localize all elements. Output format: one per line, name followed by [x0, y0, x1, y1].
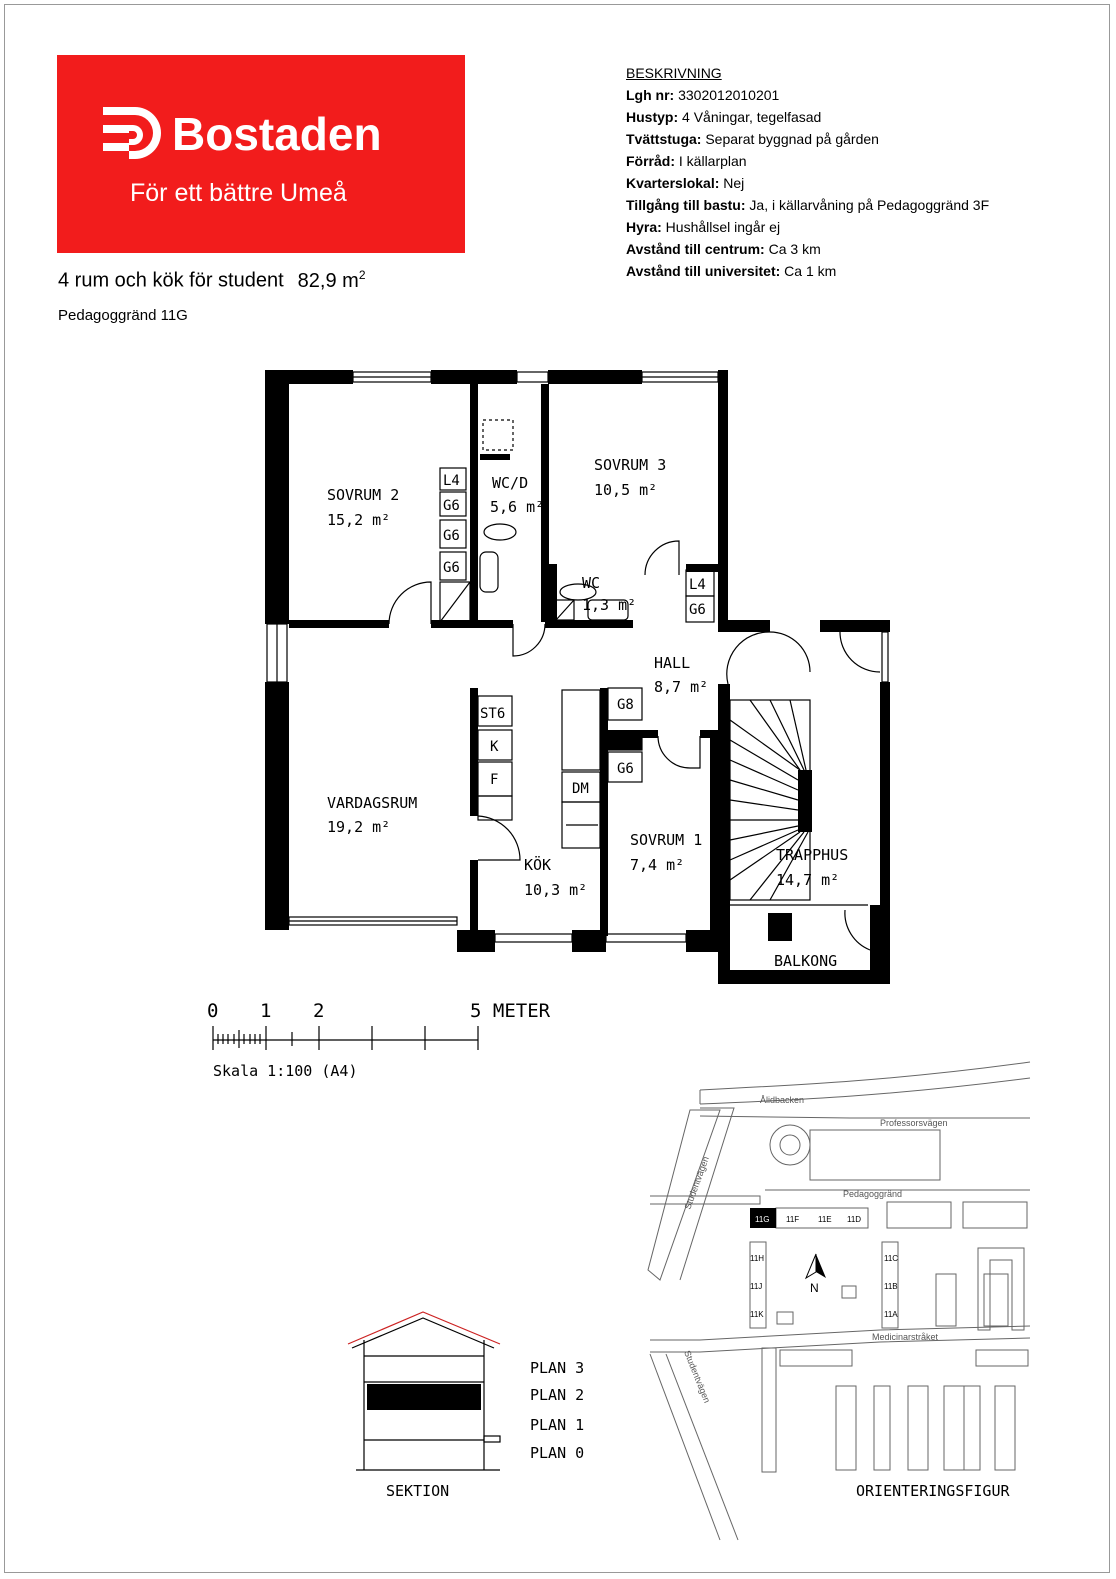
fixture-dm: DM [572, 781, 589, 797]
street-studentvagen-south: Studentvägen [682, 1349, 712, 1404]
room-sovrum2-area: 15,2 m² [327, 511, 390, 529]
room-sovrum1-name: SOVRUM 1 [630, 831, 702, 849]
stairs [729, 699, 868, 906]
description-row: Tillgång till bastu: Ja, i källarvåning … [626, 197, 990, 213]
room-vardagsrum-name: VARDAGSRUM [327, 794, 417, 812]
map-building-11g [750, 1208, 776, 1228]
room-hall-area: 8,7 m² [654, 678, 708, 696]
building-11c: 11C [884, 1254, 898, 1263]
description-row: Avstånd till universitet: Ca 1 km [626, 263, 837, 279]
page-border [4, 4, 1110, 1573]
street-studentvagen-north: Studentvägen [682, 1155, 710, 1211]
fixture-g6: G6 [443, 560, 460, 576]
section-building [347, 1311, 501, 1471]
section-plan-1: PLAN 1 [530, 1416, 584, 1434]
room-sovrum3-area: 10,5 m² [594, 481, 657, 499]
description-block: BESKRIVNING Lgh nr: 3302012010201 Hustyp… [626, 62, 1096, 282]
room-labels: SOVRUM 2 15,2 m² WC/D 5,6 m² SOVRUM 3 10… [327, 456, 848, 970]
room-wc-name: WC [582, 574, 600, 592]
map-roads [647, 1061, 1031, 1541]
north-label: N [810, 1281, 819, 1295]
brand-name: Bostaden [172, 108, 382, 160]
exterior-walls [265, 370, 890, 984]
section-plan2-fill [367, 1384, 481, 1410]
room-wcd-area: 5,6 m² [490, 498, 544, 516]
room-sovrum3-name: SOVRUM 3 [594, 456, 666, 474]
street-alidbacken: Ålidbacken [760, 1095, 804, 1105]
doors [388, 540, 881, 951]
section-plan-3: PLAN 3 [530, 1359, 584, 1377]
room-vardagsrum-area: 19,2 m² [327, 818, 390, 836]
building-11b: 11B [884, 1282, 898, 1291]
building-11j: 11J [750, 1282, 762, 1291]
fixture-g8: G8 [617, 697, 634, 713]
room-balkong-name: BALKONG [774, 952, 837, 970]
street-medicinarstraket: Medicinarstråket [872, 1332, 939, 1342]
room-sovrum1-area: 7,4 m² [630, 856, 684, 874]
description-row: Lgh nr: 3302012010201 [626, 87, 780, 103]
map-street-labels: Ålidbacken Professorsvägen Pedagoggränd … [682, 1095, 947, 1404]
room-wc-area: 1,3 m² [582, 596, 636, 614]
room-trapphus-area: 14,7 m² [776, 871, 839, 889]
building-11g: 11G [755, 1215, 770, 1224]
windows [266, 371, 889, 943]
scale-labels: 0 1 2 5 METER [207, 1000, 551, 1022]
room-hall-name: HALL [654, 654, 690, 672]
section-plan-2: PLAN 2 [530, 1386, 584, 1404]
building-11e: 11E [818, 1215, 832, 1224]
building-11k: 11K [750, 1310, 764, 1319]
north-arrow-icon [804, 1253, 826, 1280]
room-sovrum2-name: SOVRUM 2 [327, 486, 399, 504]
scale-tick-5: 5 METER [470, 1000, 551, 1022]
street-professorsvagen: Professorsvägen [880, 1118, 948, 1128]
section-plan-0: PLAN 0 [530, 1444, 584, 1462]
scale-caption: Skala 1:100 (A4) [213, 1062, 358, 1080]
brand-tagline: För ett bättre Umeå [130, 179, 347, 207]
listing-address: Pedagoggränd 11G [58, 307, 188, 324]
scale-bar [212, 1026, 479, 1050]
street-pedagoggrand: Pedagoggränd [843, 1189, 902, 1199]
bostaden-logo: Bostaden För ett bättre Umeå [57, 55, 465, 253]
interior-walls [289, 384, 812, 941]
description-row: Kvarterslokal: Nej [626, 175, 745, 191]
description-title: BESKRIVNING [626, 65, 722, 81]
fixture-g6: G6 [689, 602, 706, 618]
section-plan-labels: PLAN 3 PLAN 2 PLAN 1 PLAN 0 [530, 1359, 584, 1462]
building-11f: 11F [786, 1215, 799, 1224]
fixture-l4: L4 [443, 473, 460, 489]
fixture-l4: L4 [689, 577, 706, 593]
room-kok-name: KÖK [524, 855, 551, 874]
description-row: Hustyp: 4 Våningar, tegelfasad [626, 109, 822, 125]
description-row: Avstånd till centrum: Ca 3 km [626, 241, 821, 257]
section-label: SEKTION [386, 1482, 449, 1500]
room-trapphus-name: TRAPPHUS [776, 846, 848, 864]
fixture-st6: ST6 [480, 706, 505, 722]
scale-tick-0: 0 [207, 1000, 218, 1022]
fixture-f: F [490, 772, 498, 788]
logo-mark-icon [103, 107, 161, 159]
listing-area-sup: 2 [358, 268, 366, 282]
description-row: Hyra: Hushållsel ingår ej [626, 219, 781, 235]
fixture-labels: L4 G6 G6 G6 L4 G6 ST6 K F DM G8 G6 [443, 473, 706, 797]
fixtures [439, 419, 715, 849]
listing-title: 4 rum och kök för student [58, 269, 284, 292]
fixture-g6: G6 [443, 498, 460, 514]
fixture-k: K [490, 739, 499, 755]
listing-area: 82,9 m [297, 269, 359, 292]
listing-headline: 4 rum och kök för student 82,9 m2 [58, 268, 366, 293]
scale-tick-2: 2 [313, 1000, 324, 1022]
fixture-g6: G6 [617, 761, 634, 777]
fixture-g6: G6 [443, 528, 460, 544]
room-wcd-name: WC/D [492, 474, 528, 492]
room-kok-area: 10,3 m² [524, 881, 587, 899]
description-row: Förråd: I källarplan [626, 153, 747, 169]
map-building-labels: 11G 11F 11E 11D 11H 11J 11K 11C 11B 11A [750, 1215, 898, 1319]
scale-tick-1: 1 [260, 1000, 271, 1022]
building-11a: 11A [884, 1310, 898, 1319]
building-11h: 11H [750, 1254, 764, 1263]
description-row: Tvättstuga: Separat byggnad på gården [626, 131, 879, 147]
building-11d: 11D [847, 1215, 861, 1224]
map-label: ORIENTERINGSFIGUR [856, 1482, 1010, 1500]
